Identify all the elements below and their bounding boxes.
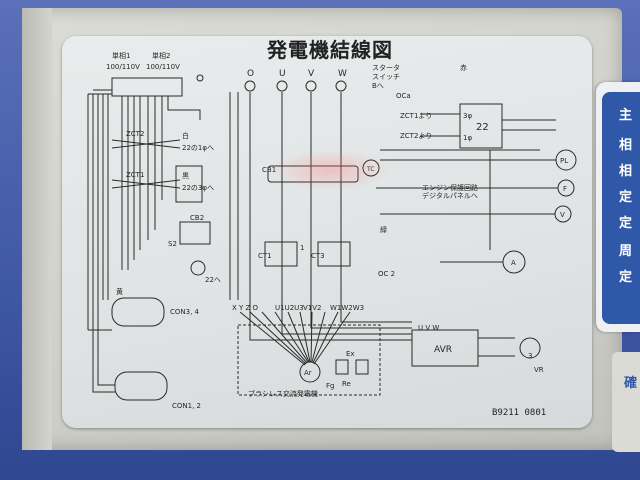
label-zct1-from: ZCT1より [400, 112, 432, 120]
label-tc: TC [366, 166, 375, 173]
label-engine-2: デジタルパネルへ [422, 191, 478, 200]
label-zct2-from: ZCT2より [400, 132, 432, 140]
right-lower-panel [612, 352, 640, 452]
cb1 [267, 165, 359, 183]
label-con12: CON1, 2 [172, 402, 201, 410]
label-v1v2: V1V2 [303, 304, 321, 312]
label-yellow: 黄 [116, 287, 123, 296]
zct1-box [175, 165, 203, 203]
single-phase-terminal-block [111, 77, 183, 97]
label-cb2: CB2 [190, 214, 204, 222]
right-label-5: 周 [619, 244, 633, 259]
cb2 [179, 221, 211, 245]
label-w1w2w3: W1W2W3 [330, 304, 364, 312]
connector-con12 [114, 371, 168, 401]
label-avr: AVR [434, 345, 452, 355]
label-single-phase-2: 単相2 [152, 51, 170, 60]
rectifier [355, 359, 369, 375]
label-zct1: ZCT1 [126, 171, 144, 179]
cabinet-hinge-strip [22, 8, 52, 450]
ct1 [264, 241, 298, 267]
label-vr: VR [534, 366, 544, 374]
brushless-generator-box [237, 324, 381, 396]
label-ct3: CT3 [311, 252, 325, 260]
exciter [335, 359, 349, 375]
label-f: F [563, 185, 567, 193]
label-to-22-1phi: 22の1φへ [182, 144, 214, 152]
label-ct1: CT1 [258, 252, 272, 260]
tc-relay [362, 159, 380, 177]
connector-con34 [111, 297, 165, 327]
label-single-phase-1: 単相1 [112, 51, 130, 60]
label-to-22: 22へ [205, 276, 221, 284]
tc-left [190, 260, 206, 276]
label-s2: S2 [168, 240, 177, 248]
label-v-meter: V [560, 211, 565, 219]
label-1phi: 1φ [463, 134, 472, 142]
label-green: 緑 [380, 225, 387, 234]
label-con34: CON3, 4 [170, 308, 200, 316]
diagram-title: 発電機結線図 [267, 38, 393, 62]
label-22: 22 [476, 122, 489, 133]
label-b-to: Bへ [372, 82, 384, 90]
terminal-u [276, 80, 288, 92]
right-label-6: 定 [619, 270, 633, 285]
label-ocs: OC 2 [378, 270, 395, 278]
label-ex: Ex [346, 350, 355, 358]
label-voltage-2: 100/110V [146, 63, 180, 71]
label-starter: スタータ [372, 63, 400, 72]
label-generator: ブラシレス交流発電機 [248, 389, 318, 398]
label-pl: PL [560, 157, 568, 165]
terminal-o [244, 80, 256, 92]
right-label-3: 定 [619, 190, 633, 205]
label-w: W [338, 69, 347, 79]
right-panel-label-strip [602, 92, 640, 324]
zct2-coil [111, 139, 181, 149]
ground-terminal [196, 74, 204, 82]
label-u: U [279, 69, 286, 79]
label-voltage-1: 100/110V [106, 63, 140, 71]
label-fg: Fg [326, 382, 334, 390]
ct3 [317, 241, 351, 267]
right-label-1: 相 [619, 138, 633, 153]
label-ar: Ar [304, 369, 312, 377]
label-white: 白 [182, 131, 189, 140]
right-label-2: 相 [619, 164, 633, 179]
label-engine-1: エンジン保護回路 [422, 183, 478, 192]
zct1-coil [111, 179, 181, 189]
label-red: 赤 [460, 64, 467, 72]
relay-22 [459, 103, 503, 149]
terminal-v [305, 80, 317, 92]
label-uvw: U V W [418, 324, 439, 332]
label-black: 黒 [182, 172, 189, 180]
serial-number: B9211 0801 [492, 408, 547, 418]
label-k3: 3 [528, 352, 532, 360]
label-cb1: CB1 [262, 166, 276, 174]
label-a-meter: A [511, 259, 516, 267]
right-lower-label: 確 [624, 376, 638, 391]
avr-box [411, 329, 479, 367]
right-label-4: 定 [619, 216, 633, 231]
label-3phi: 3φ [463, 112, 472, 120]
right-label-0: 主 [619, 108, 633, 123]
wiring-diagram-plate [62, 36, 592, 428]
label-starter-2: スイッチ [372, 73, 400, 81]
terminal-w [335, 80, 347, 92]
label-u1u2u3: U1U2U3 [275, 304, 304, 312]
label-o: O [247, 69, 254, 79]
photo-glare [270, 150, 390, 190]
label-k1: 1 [300, 244, 304, 252]
vr-potentiometer [519, 337, 541, 359]
label-oca: OCa [396, 92, 411, 100]
label-v: V [308, 69, 315, 79]
label-zct2: ZCT2 [126, 130, 144, 138]
label-to-22-3phi: 22の3φへ [182, 184, 214, 192]
label-re: Re [342, 380, 351, 388]
label-xyzo: X Y Z O [232, 304, 259, 312]
